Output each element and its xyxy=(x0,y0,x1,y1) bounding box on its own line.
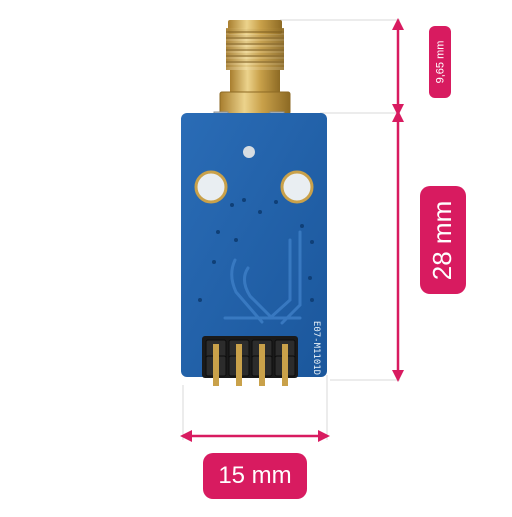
connector-height-label: 9,65 mm xyxy=(429,26,451,98)
connector-height-text: 9,65 mm xyxy=(434,40,447,84)
module-marking-text: E07-M1101D xyxy=(311,320,321,376)
board-width-label: 15 mm xyxy=(203,453,307,499)
module-marking: E07-M1101D xyxy=(306,318,326,378)
board-height-label: 28 mm xyxy=(420,186,466,294)
pcb-board xyxy=(181,113,327,377)
guide-lines xyxy=(182,19,400,440)
dimension-lines xyxy=(180,18,404,442)
board-height-text: 28 mm xyxy=(427,200,458,280)
board-width-text: 15 mm xyxy=(218,462,292,489)
pin-header xyxy=(202,336,298,386)
